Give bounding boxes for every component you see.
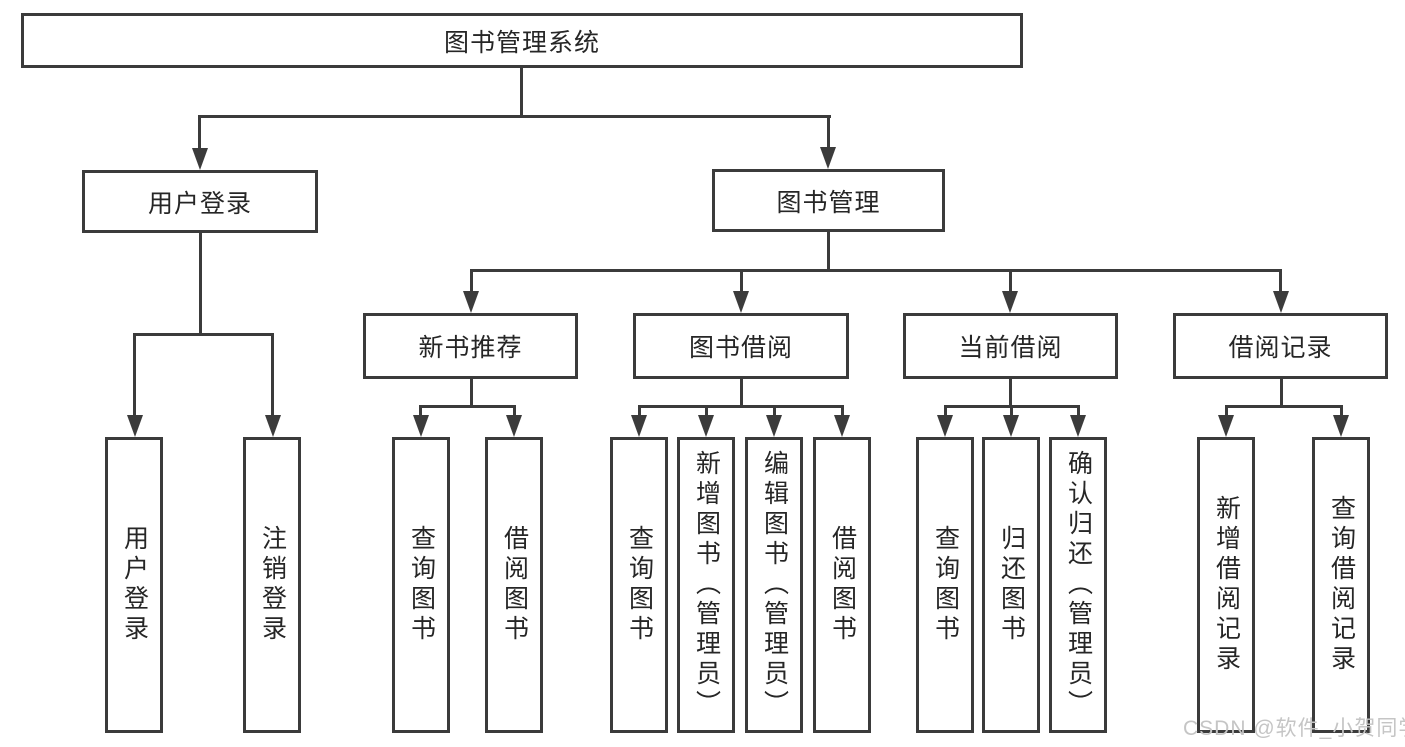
connector-records-drop-1	[1225, 405, 1228, 419]
leaf-borrow-books: 借阅图书	[813, 437, 871, 733]
connector-borrowing-drop-2	[705, 405, 708, 419]
connector-book-mgmt-drop-4	[1279, 269, 1282, 295]
connector-book-mgmt-rail	[470, 269, 1282, 272]
connector-borrowing-drop-1	[638, 405, 641, 419]
csdn-watermark: CSDN @软件_小贺同学	[1183, 717, 1405, 740]
node-label: 图书借阅	[688, 334, 793, 362]
connector-current-drop-1	[944, 405, 947, 419]
node-label: 确认归还（管理员）	[1064, 450, 1093, 720]
leaf-logout: 注销登录	[243, 437, 301, 733]
node-label: 查询借阅记录	[1327, 495, 1356, 675]
node-label: 图书管理系统	[443, 28, 600, 57]
connector-book-mgmt-drop-2	[740, 269, 743, 295]
node-label: 图书管理	[776, 188, 881, 217]
arrow-down-icon	[463, 291, 479, 313]
node-label: 注销登录	[258, 525, 287, 645]
arrow-down-icon	[733, 291, 749, 313]
node-label: 用户登录	[147, 189, 252, 218]
connector-book-mgmt-drop-3	[1009, 269, 1012, 295]
connector-book-mgmt-stem	[827, 232, 830, 269]
connector-user-login-drop-1	[133, 333, 136, 419]
node-label: 新增图书（管理员）	[692, 450, 721, 720]
leaf-query-books-recommend: 查询图书	[392, 437, 450, 733]
node-label: 借阅记录	[1228, 334, 1333, 362]
connector-recommend-rail	[419, 405, 516, 408]
arrow-down-icon	[766, 415, 782, 437]
node-label: 当前借阅	[958, 334, 1063, 362]
node-book-management: 图书管理	[712, 169, 945, 232]
node-book-borrowing: 图书借阅	[633, 313, 849, 379]
node-label: 新书推荐	[418, 334, 523, 362]
connector-records-stem	[1280, 379, 1283, 405]
leaf-confirm-return-admin: 确认归还（管理员）	[1049, 437, 1107, 733]
node-label: 查询图书	[625, 525, 654, 645]
leaf-query-books-current: 查询图书	[916, 437, 974, 733]
connector-current-stem	[1009, 379, 1012, 405]
connector-user-login-drop-2	[271, 333, 274, 419]
node-new-book-recommend: 新书推荐	[363, 313, 578, 379]
arrow-down-icon	[1333, 415, 1349, 437]
arrow-down-icon	[937, 415, 953, 437]
node-label: 新增借阅记录	[1212, 495, 1241, 675]
arrow-down-icon	[127, 415, 143, 437]
connector-user-login-rail	[133, 333, 274, 336]
arrow-down-icon	[1273, 291, 1289, 313]
connector-borrowing-drop-4	[841, 405, 844, 419]
node-label: 借阅图书	[828, 525, 857, 645]
connector-recommend-stem	[470, 379, 473, 405]
leaf-query-borrow-record: 查询借阅记录	[1312, 437, 1370, 733]
leaf-add-borrow-record: 新增借阅记录	[1197, 437, 1255, 733]
arrow-down-icon	[192, 148, 208, 170]
connector-root-stem	[520, 67, 523, 117]
connector-records-drop-2	[1340, 405, 1343, 419]
leaf-add-books-admin: 新增图书（管理员）	[677, 437, 735, 733]
connector-borrowing-drop-3	[773, 405, 776, 419]
arrow-down-icon	[631, 415, 647, 437]
node-borrowing-records: 借阅记录	[1173, 313, 1388, 379]
node-label: 用户登录	[120, 525, 149, 645]
arrow-down-icon	[834, 415, 850, 437]
arrow-down-icon	[1002, 291, 1018, 313]
connector-user-login-stem	[199, 233, 202, 333]
leaf-borrow-books-recommend: 借阅图书	[485, 437, 543, 733]
leaf-user-login: 用户登录	[105, 437, 163, 733]
arrow-down-icon	[413, 415, 429, 437]
connector-root-drop-right	[827, 115, 830, 151]
leaf-query-books-borrowing: 查询图书	[610, 437, 668, 733]
arrow-down-icon	[1218, 415, 1234, 437]
leaf-return-books: 归还图书	[982, 437, 1040, 733]
connector-borrowing-stem	[740, 379, 743, 405]
node-label: 借阅图书	[500, 525, 529, 645]
node-user-login: 用户登录	[82, 170, 318, 233]
arrow-down-icon	[506, 415, 522, 437]
connector-current-drop-2	[1010, 405, 1013, 419]
connector-root-rail	[198, 115, 831, 118]
leaf-edit-books-admin: 编辑图书（管理员）	[745, 437, 803, 733]
arrow-down-icon	[820, 147, 836, 169]
connector-book-mgmt-drop-1	[470, 269, 473, 295]
connector-root-drop-left	[198, 115, 201, 151]
arrow-down-icon	[698, 415, 714, 437]
arrow-down-icon	[1070, 415, 1086, 437]
arrow-down-icon	[265, 415, 281, 437]
connector-borrowing-rail	[638, 405, 844, 408]
node-label: 归还图书	[997, 525, 1026, 645]
node-label: 编辑图书（管理员）	[760, 450, 789, 720]
node-label: 查询图书	[407, 525, 436, 645]
connector-recommend-drop-1	[419, 405, 422, 419]
node-label: 查询图书	[931, 525, 960, 645]
connector-recommend-drop-2	[513, 405, 516, 419]
arrow-down-icon	[1003, 415, 1019, 437]
connector-records-rail	[1225, 405, 1342, 408]
node-library-management-system: 图书管理系统	[21, 13, 1023, 68]
node-current-borrowing: 当前借阅	[903, 313, 1118, 379]
connector-current-drop-3	[1077, 405, 1080, 419]
